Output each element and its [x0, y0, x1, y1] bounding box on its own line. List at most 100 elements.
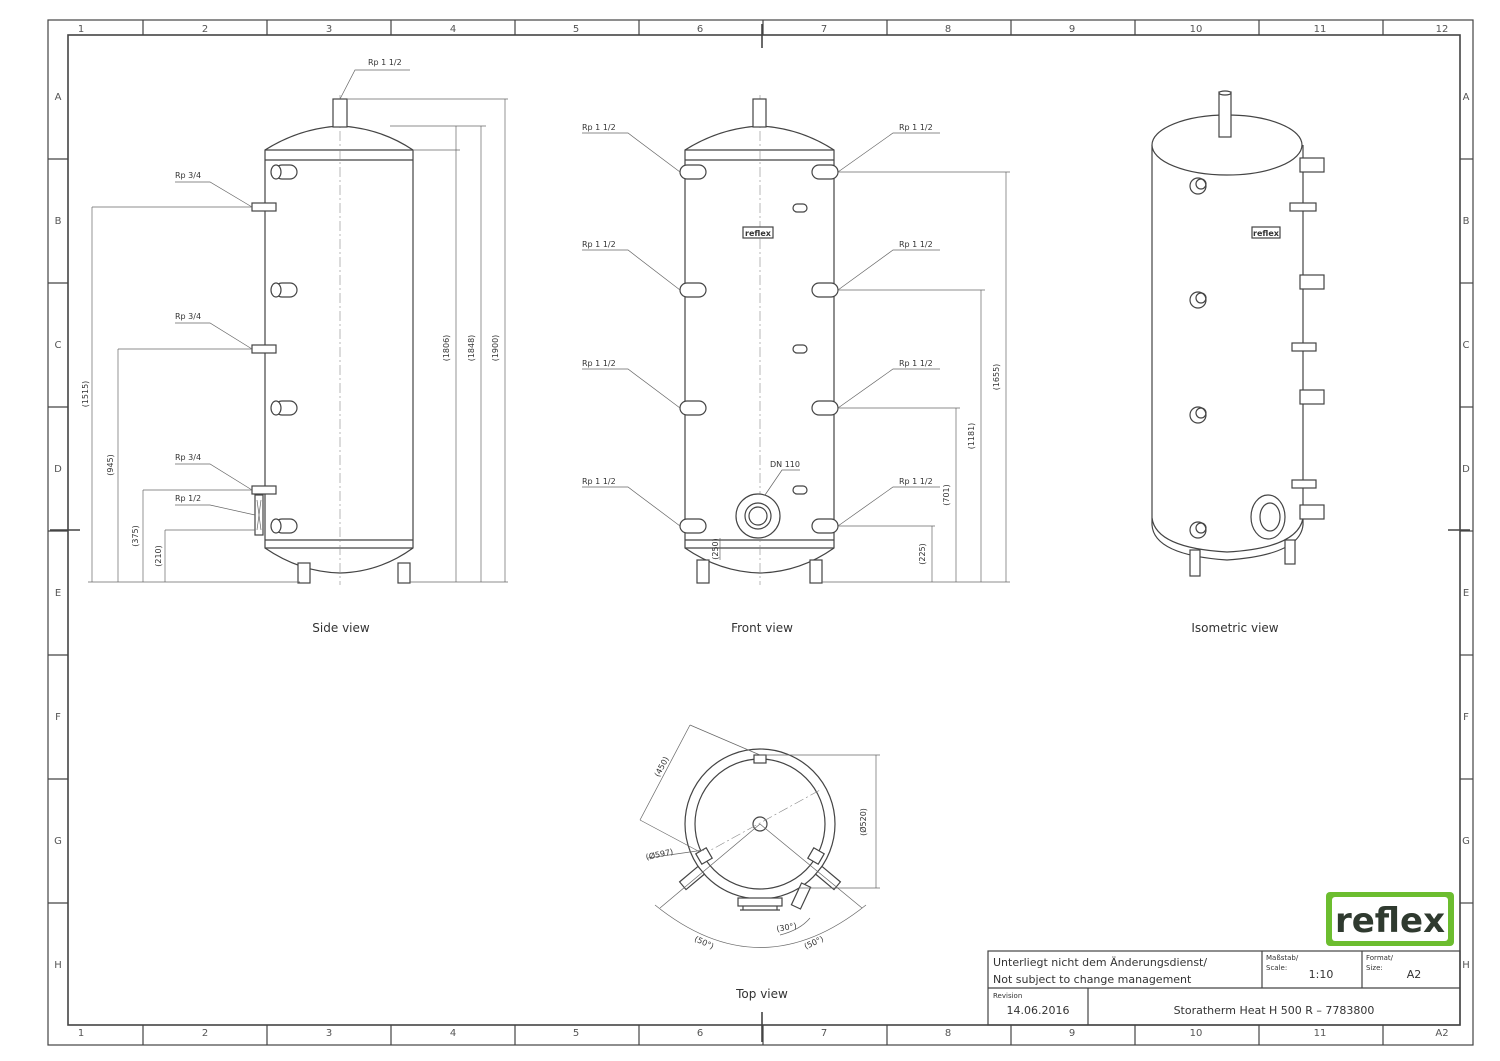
grid-col-10-bottom: 10 — [1190, 1028, 1203, 1039]
grid-row-f: F — [55, 712, 61, 723]
title-format-value: A2 — [1407, 968, 1422, 981]
front-view-dimensions — [719, 171, 1010, 583]
top-dim-50deg-right: (50°) — [803, 934, 825, 951]
grid-col-2: 2 — [202, 24, 208, 35]
grid-row-b-right: B — [1463, 216, 1470, 227]
front-conn-r2: Rp 1 1/2 — [899, 240, 933, 249]
grid-row-h-right: H — [1462, 960, 1470, 971]
front-view: reflex Rp 1 1/2 Rp 1 1/2 Rp 1 1/2 Rp 1 1… — [582, 95, 1010, 635]
grid-row-c-right: C — [1463, 340, 1470, 351]
front-conn-r4: Rp 1 1/2 — [899, 477, 933, 486]
grid-row-h: H — [54, 960, 62, 971]
side-dim-1515: (1515) — [81, 381, 90, 408]
title-scale-label-de: Maßstab/ — [1266, 954, 1299, 962]
side-view-port-2 — [270, 282, 298, 298]
front-dim-1655: (1655) — [992, 364, 1001, 391]
side-dim-375: (375) — [131, 525, 140, 547]
grid-col-2-bottom: 2 — [202, 1028, 208, 1039]
side-conn-2: Rp 3/4 — [175, 312, 201, 321]
grid-col-9-bottom: 9 — [1069, 1028, 1075, 1039]
front-dim-1181: (1181) — [967, 423, 976, 450]
grid-row-d: D — [54, 464, 62, 475]
side-conn-1: Rp 3/4 — [175, 171, 201, 180]
grid-col-3-bottom: 3 — [326, 1028, 332, 1039]
title-block: Unterliegt nicht dem Änderungsdienst/ No… — [987, 950, 1461, 1026]
grid-col-5: 5 — [573, 24, 579, 35]
front-conn-r3: Rp 1 1/2 — [899, 359, 933, 368]
front-flange-label: DN 110 — [770, 460, 800, 469]
side-view: Rp 1 1/2 Rp 3/4 Rp 3/4 Rp 3/4 Rp 1/2 (15… — [81, 58, 508, 635]
side-view-port-4 — [270, 518, 298, 534]
grid-col-8: 8 — [945, 24, 951, 35]
grid-col-9: 9 — [1069, 24, 1075, 35]
side-dim-945: (945) — [106, 454, 115, 476]
title-revision-label: Revision — [993, 992, 1022, 1000]
grid-col-1-bottom: 1 — [78, 1028, 84, 1039]
grid-col-7: 7 — [821, 24, 827, 35]
side-conn-3: Rp 3/4 — [175, 453, 201, 462]
grid-row-b: B — [55, 216, 62, 227]
grid-row-c: C — [55, 340, 62, 351]
side-dim-1900: (1900) — [491, 335, 500, 362]
front-dim-225: (225) — [918, 543, 927, 565]
title-scale-value: 1:10 — [1309, 968, 1334, 981]
grid-row-labels: A B C D E F G H A B C D E F G H — [54, 92, 1470, 971]
front-view-leaders — [582, 132, 940, 527]
title-scale-label-en: Scale: — [1266, 964, 1287, 972]
grid-row-a-right: A — [1463, 92, 1470, 103]
grid-row-e-right: E — [1463, 588, 1469, 599]
top-view: (450) (Ø597) (Ø520) (30°) (50°) (50°) To… — [639, 724, 880, 1001]
front-conn-l2: Rp 1 1/2 — [582, 240, 616, 249]
title-format-label-en: Size: — [1366, 964, 1383, 972]
front-flange — [735, 493, 781, 539]
reflex-logo: reflex — [1326, 892, 1454, 946]
side-view-label: Side view — [312, 621, 370, 635]
title-notice-de: Unterliegt nicht dem Änderungsdienst/ — [993, 956, 1207, 969]
grid-column-labels-top: 2 1 3 4 5 6 7 8 9 10 11 12 — [78, 24, 1449, 35]
title-revision-date: 14.06.2016 — [1007, 1004, 1070, 1017]
top-view-label: Top view — [735, 987, 788, 1001]
side-view-leaders — [175, 69, 410, 516]
grid-col-8-bottom: 8 — [945, 1028, 951, 1039]
grid-ticks — [48, 20, 1473, 1045]
top-dim-30deg: (30°) — [776, 921, 798, 933]
grid-row-f-right: F — [1463, 712, 1469, 723]
front-view-label: Front view — [731, 621, 793, 635]
isometric-view-label: Isometric view — [1191, 621, 1278, 635]
isometric-logo-badge: reflex — [1253, 229, 1280, 238]
grid-col-3: 3 — [326, 24, 332, 35]
side-dim-210: (210) — [154, 545, 163, 567]
grid-col-11-bottom: 11 — [1314, 1028, 1327, 1039]
grid-col-6: 6 — [697, 24, 703, 35]
logo-text: reflex — [1335, 901, 1445, 941]
side-view-port-1 — [270, 164, 298, 180]
grid-row-a: A — [55, 92, 62, 103]
grid-col-10: 10 — [1190, 24, 1203, 35]
front-view-tank: reflex — [679, 95, 839, 585]
front-conn-l3: Rp 1 1/2 — [582, 359, 616, 368]
title-format-label-de: Format/ — [1366, 954, 1394, 962]
grid-row-d-right: D — [1462, 464, 1470, 475]
grid-row-e: E — [55, 588, 61, 599]
grid-row-g-right: G — [1462, 836, 1470, 847]
side-conn-4: Rp 1/2 — [175, 494, 201, 503]
side-dim-1848: (1848) — [467, 335, 476, 362]
grid-col-12: 12 — [1436, 24, 1449, 35]
front-dim-250: (250) — [711, 538, 720, 560]
grid-size-mark: A2 — [1435, 1028, 1448, 1039]
top-dim-520: (Ø520) — [858, 808, 868, 836]
grid-col-5-bottom: 5 — [573, 1028, 579, 1039]
side-view-dimensions-right — [347, 98, 508, 583]
side-view-port-3 — [270, 400, 298, 416]
grid-col-4: 4 — [450, 24, 456, 35]
grid-col-6-bottom: 6 — [697, 1028, 703, 1039]
front-conn-l4: Rp 1 1/2 — [582, 477, 616, 486]
grid-col-7-bottom: 7 — [821, 1028, 827, 1039]
top-dim-50deg-left: (50°) — [693, 934, 715, 951]
grid-col-4-bottom: 4 — [450, 1028, 456, 1039]
title-notice-en: Not subject to change management — [993, 973, 1192, 986]
side-view-dimensions-left — [88, 206, 300, 583]
front-logo-badge: reflex — [745, 229, 772, 238]
title-drawing-name: Storatherm Heat H 500 R – 7783800 — [1174, 1004, 1375, 1017]
front-dim-701: (701) — [942, 484, 951, 506]
